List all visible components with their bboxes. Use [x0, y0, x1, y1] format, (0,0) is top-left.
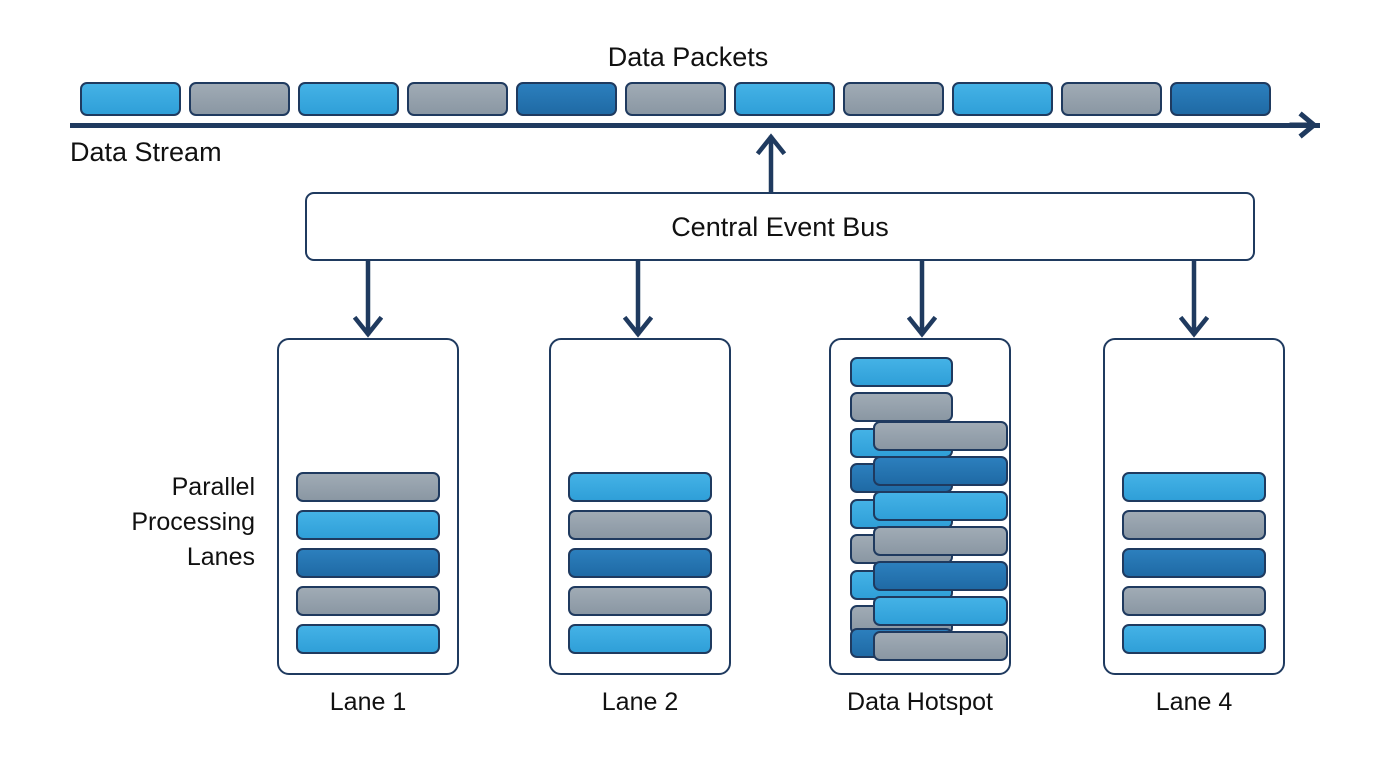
hotspot-back-packet-2	[850, 392, 953, 422]
central-event-bus-label: Central Event Bus	[671, 212, 889, 242]
stream-packet-1	[80, 82, 181, 116]
lane-2-packet-2	[568, 510, 712, 540]
hotspot-front-packet-3	[873, 491, 1008, 521]
stream-arrow-right-icon	[1288, 108, 1322, 142]
stream-packet-6	[625, 82, 726, 116]
hotspot-back-packet-1	[850, 357, 953, 387]
hotspot-front-packet-6	[873, 596, 1008, 626]
bus-to-lane-4-arrow-down-icon	[1178, 258, 1210, 339]
stream-packet-10	[1061, 82, 1162, 116]
lane-box-1[interactable]	[277, 338, 459, 675]
hotspot-front-packet-4	[873, 526, 1008, 556]
lanes-label-line-2: Processing	[131, 508, 255, 536]
stream-packet-7	[734, 82, 835, 116]
data-stream-axis	[70, 123, 1320, 128]
lane-caption-3: Data Hotspot	[847, 688, 993, 716]
lane-box-4[interactable]	[1103, 338, 1285, 675]
lane-4-packet-5	[1122, 624, 1266, 654]
page-title: Data Packets	[607, 42, 769, 72]
bus-to-lane-3-arrow-down-icon	[906, 258, 938, 339]
bus-to-lane-1-arrow-down-icon	[352, 258, 384, 339]
hotspot-front-packet-1	[873, 421, 1008, 451]
lane-1-packet-1	[296, 472, 440, 502]
lane-caption-1: Lane 1	[329, 688, 407, 716]
lanes-label-line-3: Lanes	[186, 543, 255, 571]
lane-1-packet-4	[296, 586, 440, 616]
central-event-bus-box[interactable]	[305, 192, 1255, 261]
data-stream-label: Data Stream	[70, 137, 222, 167]
stream-packet-4	[407, 82, 508, 116]
stream-packet-9	[952, 82, 1053, 116]
hotspot-front-packet-2	[873, 456, 1008, 486]
lanes-label-line-1: Parallel	[171, 473, 255, 501]
stream-packet-11	[1170, 82, 1271, 116]
lane-2-packet-1	[568, 472, 712, 502]
lane-caption-4: Lane 4	[1155, 688, 1233, 716]
lane-1-packet-3	[296, 548, 440, 578]
bus-to-stream-arrow-up-icon	[754, 132, 788, 197]
lane-2-packet-4	[568, 586, 712, 616]
hotspot-front-packet-7	[873, 631, 1008, 661]
lane-4-packet-4	[1122, 586, 1266, 616]
lane-2-packet-5	[568, 624, 712, 654]
stream-packet-2	[189, 82, 290, 116]
lane-4-packet-3	[1122, 548, 1266, 578]
stream-packet-5	[516, 82, 617, 116]
lane-4-packet-2	[1122, 510, 1266, 540]
stream-packet-8	[843, 82, 944, 116]
stream-packet-3	[298, 82, 399, 116]
lane-4-packet-1	[1122, 472, 1266, 502]
bus-to-lane-2-arrow-down-icon	[622, 258, 654, 339]
lane-1-packet-2	[296, 510, 440, 540]
lane-1-packet-5	[296, 624, 440, 654]
lane-2-packet-3	[568, 548, 712, 578]
lane-box-2[interactable]	[549, 338, 731, 675]
hotspot-front-packet-5	[873, 561, 1008, 591]
lane-caption-2: Lane 2	[601, 688, 679, 716]
